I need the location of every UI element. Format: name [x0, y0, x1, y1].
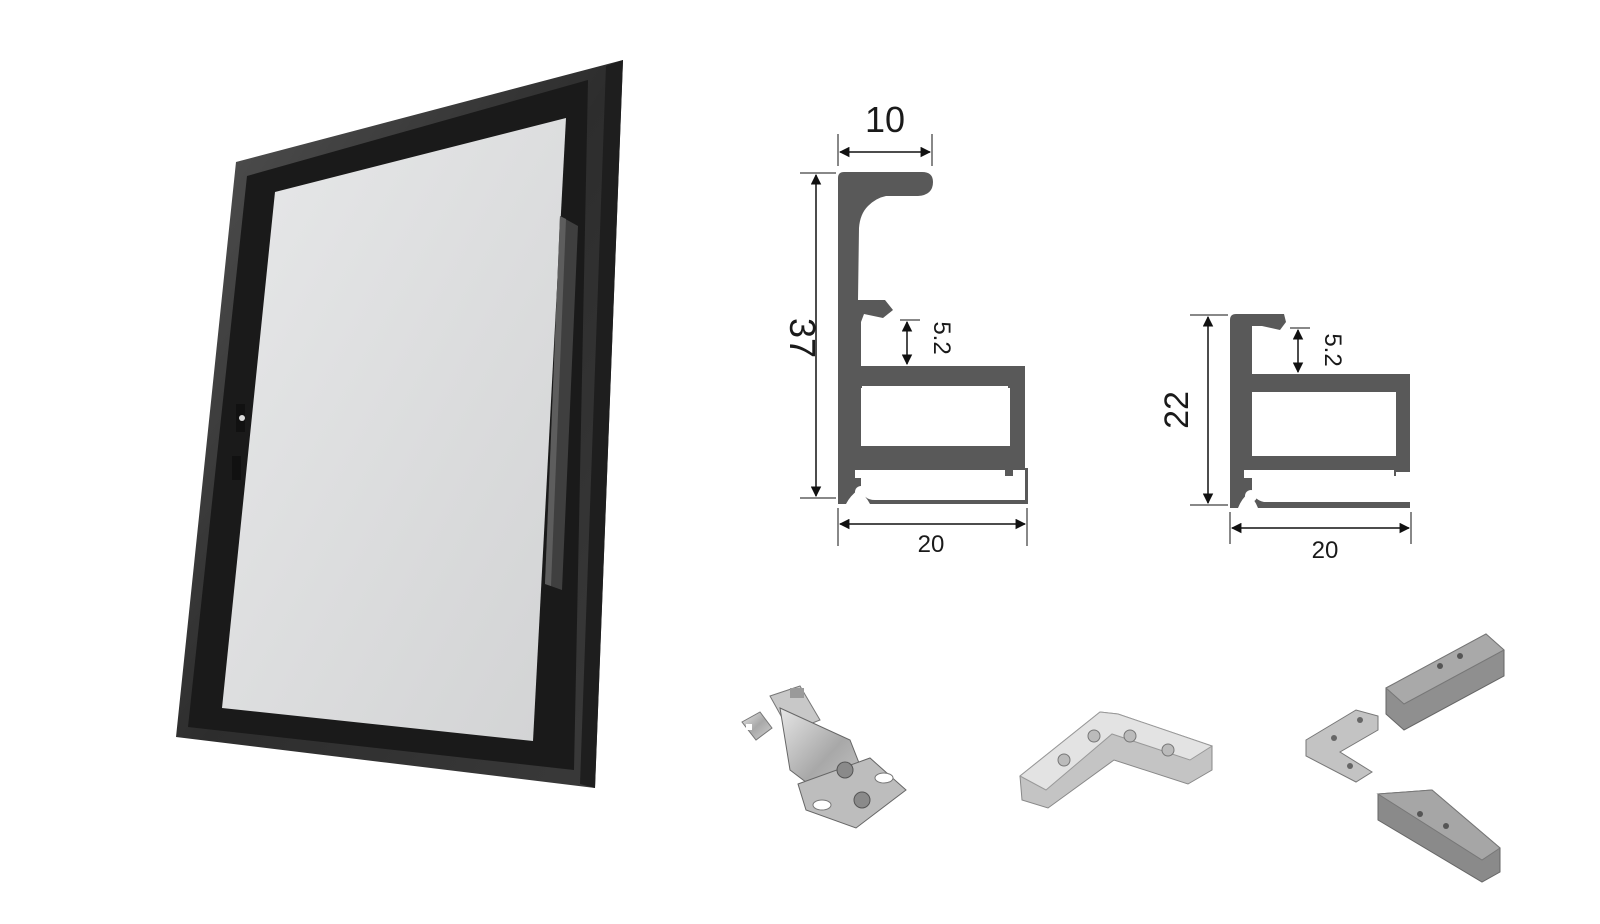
dim-label-slot: 5.2 — [928, 321, 955, 354]
dim-label-top-width: 10 — [865, 99, 905, 140]
frame-door-image — [176, 60, 623, 788]
dim-label-height: 37 — [782, 318, 823, 358]
profile-small-shape — [1230, 314, 1410, 508]
dim-label-small-bottom-width: 20 — [1312, 537, 1339, 564]
dim-label-small-height: 22 — [1158, 391, 1196, 429]
profile-large-hollow — [862, 386, 1008, 446]
profile-small-hollow — [1252, 392, 1396, 456]
dim-label-bottom-width: 20 — [918, 531, 945, 558]
frame-edge — [580, 60, 623, 788]
corner-assembly-icon — [1305, 633, 1505, 883]
corner-connector-icon — [1019, 711, 1214, 809]
glass-panel — [222, 118, 566, 741]
hinge-icon — [741, 685, 907, 829]
dim-label-small-slot: 5.2 — [1319, 333, 1346, 366]
profile-small-section: 22 5.2 20 — [1158, 314, 1412, 564]
profile-large-section: 10 37 5.2 20 — [782, 99, 1028, 558]
hinge-cutout-bottom — [232, 456, 241, 480]
